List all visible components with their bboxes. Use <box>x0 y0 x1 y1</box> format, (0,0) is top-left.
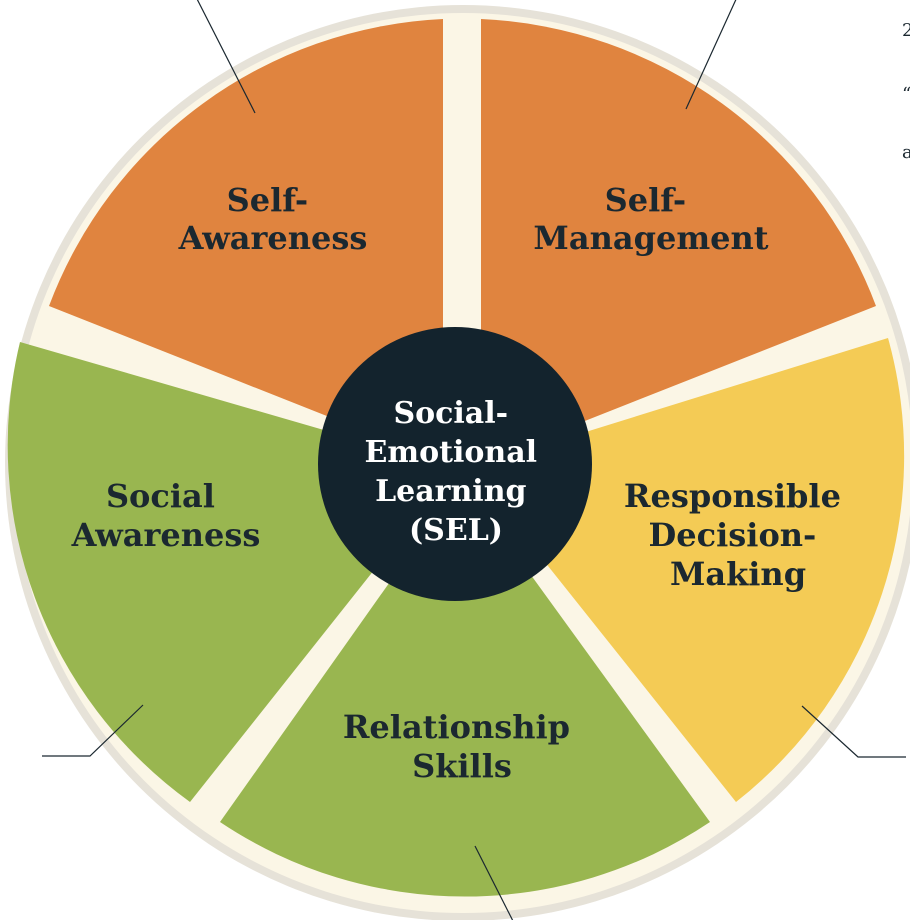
leader-line-social-awareness <box>42 704 144 757</box>
label-line: Making <box>670 555 806 593</box>
label-self-management: Self- Management <box>533 181 768 257</box>
label-line: Decision- <box>649 516 817 554</box>
leader-line-responsible-decision-making <box>801 705 906 758</box>
leader-line-relationship-skills <box>474 845 514 920</box>
leader-line-self-management <box>685 0 737 110</box>
label-line: Relationship <box>343 708 570 746</box>
label-line: Responsible <box>624 477 841 515</box>
label-line: Management <box>533 219 768 257</box>
leader-line-self-awareness <box>196 0 256 114</box>
label-relationship-skills: Relationship Skills <box>343 708 581 785</box>
label-line: Social <box>106 477 215 515</box>
edge-text-fragment: “ <box>902 84 910 105</box>
center-title-line: Social- <box>393 396 508 431</box>
label-line: Awareness <box>178 219 368 257</box>
center-circle <box>318 327 592 601</box>
center-title: Social- Emotional Learning (SEL) <box>365 396 548 548</box>
wedge-self-management <box>481 19 876 462</box>
edge-text-fragment: 2 <box>902 20 910 41</box>
label-social-awareness: Social Awareness <box>71 477 261 554</box>
center-title-line: (SEL) <box>409 513 503 548</box>
label-line: Self- <box>227 181 309 219</box>
label-responsible-decision-making: Responsible Decision- Making <box>624 477 852 593</box>
center-title-line: Emotional <box>365 435 538 470</box>
label-line: Awareness <box>71 516 261 554</box>
edge-text-fragment: a <box>902 142 910 163</box>
label-line: Self- <box>605 181 687 219</box>
label-line: Skills <box>412 747 512 785</box>
wedge-self-awareness <box>49 19 443 462</box>
center-title-line: Learning <box>375 474 526 509</box>
label-self-awareness: Self- Awareness <box>178 181 368 257</box>
wedge-relationship-skills <box>220 480 710 897</box>
